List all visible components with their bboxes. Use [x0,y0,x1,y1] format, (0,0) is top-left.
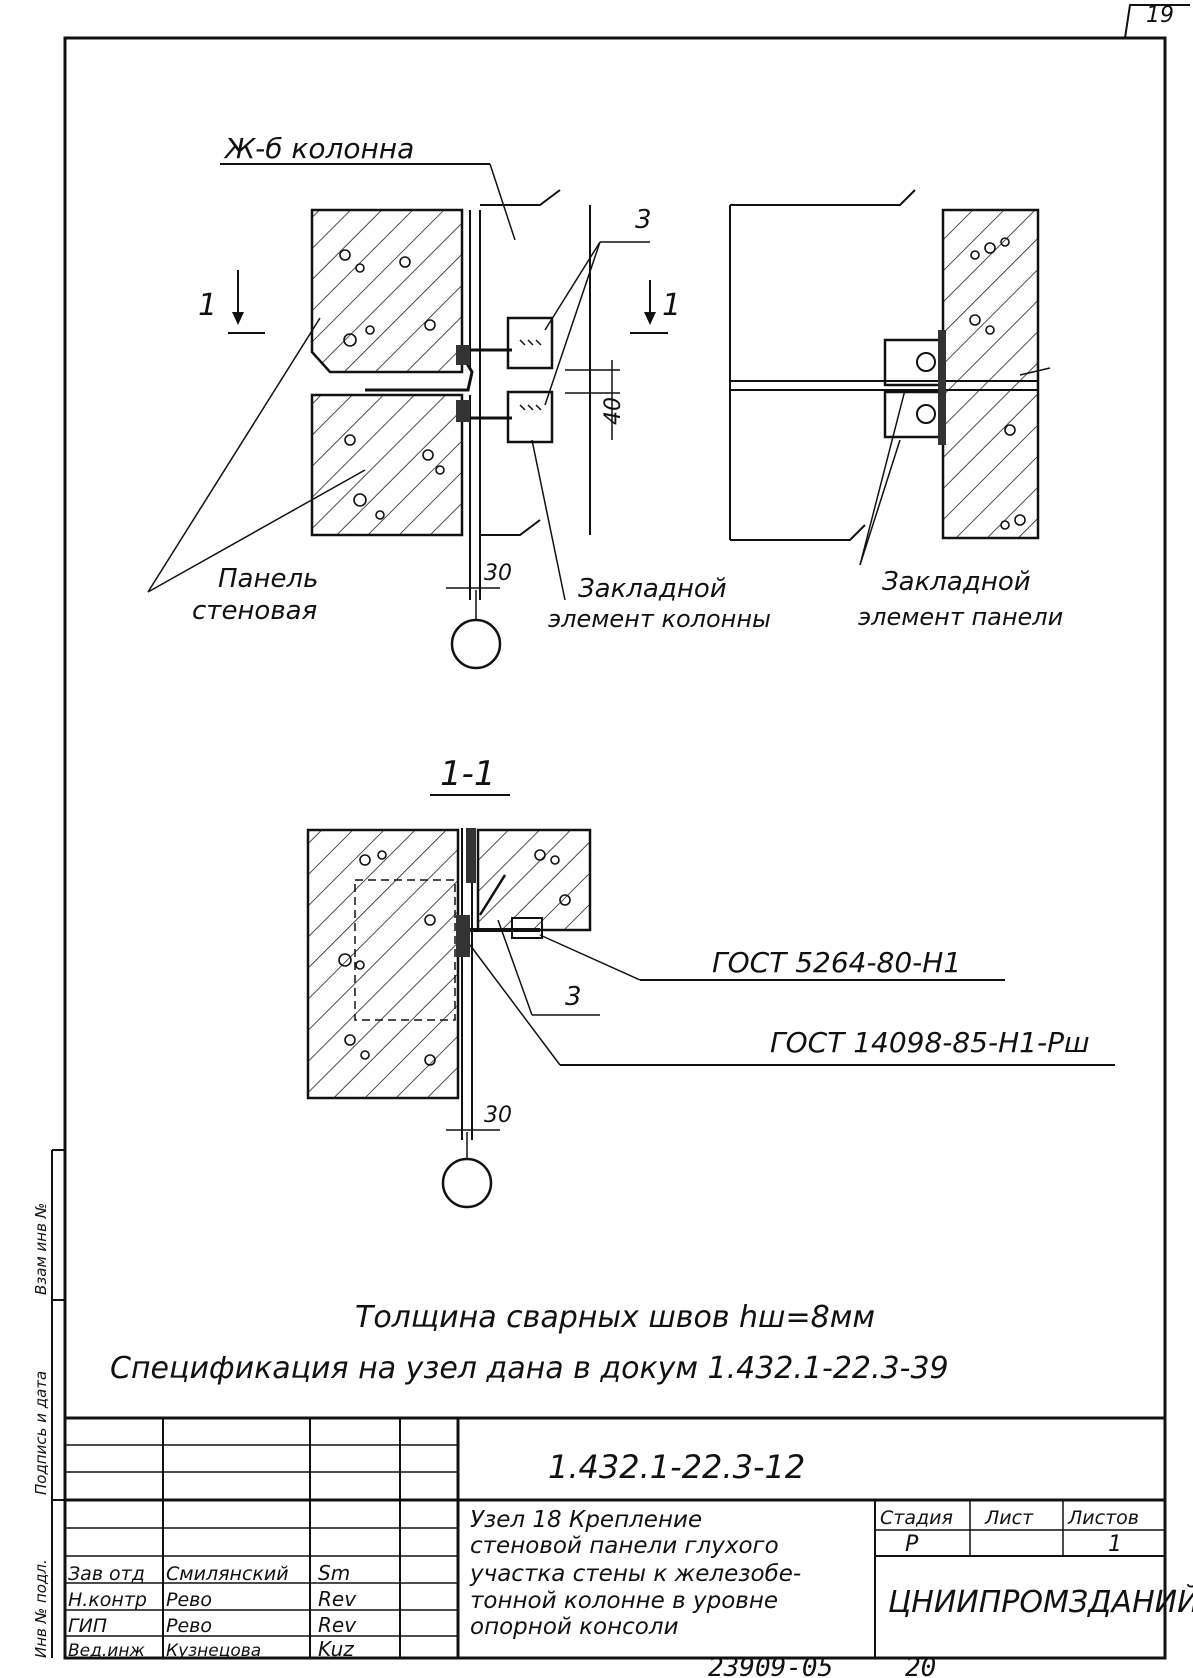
section-1-1: 1-1 ГОСТ 5264-80-Н1 3 [306,754,1115,1209]
svg-text:Закладной: Закладной [578,574,727,604]
svg-text:30: 30 [484,561,512,586]
svg-text:ГОСТ 14098-85-Н1-Рш: ГОСТ 14098-85-Н1-Рш [770,1026,1090,1059]
svg-text:стеновая: стеновая [192,596,317,626]
svg-text:Спецификация на узел дана в до: Спецификация на узел дана в докум 1.432.… [110,1351,949,1386]
role-3: Вед.инж [68,1641,145,1661]
role-0: Зав отд [68,1563,145,1585]
name-3: Кузнецова [166,1641,261,1661]
signature-2: Rev [318,1613,357,1637]
svg-text:3: 3 [635,205,652,235]
svg-text:Ж-б колонна: Ж-б колонна [223,132,414,165]
svg-text:Стадия: Стадия [880,1507,953,1529]
svg-text:30: 30 [484,1103,512,1128]
svg-text:ГОСТ 5264-80-Н1: ГОСТ 5264-80-Н1 [712,946,961,979]
svg-text:19: 19 [1146,3,1174,28]
drawing-frame [63,36,1167,1660]
left-margin-strip: Инв № подл. Подпись и дата Взам инв № [32,1149,65,1658]
signature-1: Rev [318,1587,357,1611]
svg-text:3: 3 [565,982,582,1012]
svg-text:Р: Р [905,1532,919,1557]
sheet-corner-tab: 19 [1124,3,1190,39]
svg-text:Закладной: Закладной [882,567,1031,597]
name-2: Рево [166,1615,212,1637]
svg-text:Листов: Листов [1067,1507,1139,1529]
description-line-3: тонной колонне в уровне [470,1588,778,1614]
svg-text:1: 1 [1108,1532,1122,1557]
svg-text:1-1: 1-1 [440,754,496,794]
svg-text:1: 1 [198,288,217,323]
name-1: Рево [166,1589,212,1611]
top-view-right-detail: Закладной элемент панели [729,189,1063,631]
title-block [65,1416,1165,1658]
signature-0: Sm [318,1561,350,1585]
svg-text:1.432.1-22.3-12: 1.432.1-22.3-12 [548,1448,805,1486]
description-line-0: Узел 18 Крепление [470,1507,702,1533]
svg-text:23909-05: 23909-05 [708,1653,833,1678]
description-line-2: участка стены к железобе- [469,1561,801,1587]
description-line-4: опорной консоли [470,1614,679,1640]
svg-text:40: 40 [601,397,626,425]
svg-text:Лист: Лист [984,1507,1034,1529]
svg-text:Подпись и дата: Подпись и дата [32,1371,50,1495]
svg-text:ЦНИИПРОМЗДАНИЙ: ЦНИИПРОМЗДАНИЙ [888,1584,1193,1620]
name-0: Смилянский [166,1563,289,1585]
svg-text:Взам инв №: Взам инв № [32,1203,50,1295]
svg-text:Инв № подл.: Инв № подл. [32,1559,50,1658]
svg-text:Толщина сварных швов hш=8мм: Толщина сварных швов hш=8мм [355,1300,875,1335]
title-block-text: 1.432.1-22.3-12 Зав отд Н.контр ГИП Вед.… [68,1448,1193,1661]
notes: Толщина сварных швов hш=8мм Спецификация… [110,1300,949,1386]
footer: 23909-05 20 [708,1653,936,1678]
role-1: Н.контр [68,1589,147,1611]
signature-3: Kuz [318,1637,354,1661]
role-2: ГИП [68,1615,107,1637]
svg-text:элемент панели: элемент панели [858,603,1063,631]
svg-text:20: 20 [905,1653,936,1678]
svg-text:Панель: Панель [218,564,318,594]
svg-text:элемент колонны: элемент колонны [548,605,771,633]
top-view-left-detail: 40 30 Ж-б колонна 3 1 1 Панель стеновая … [147,132,771,670]
description-line-1: стеновой панели глухого [470,1533,779,1559]
svg-text:1: 1 [662,288,681,323]
